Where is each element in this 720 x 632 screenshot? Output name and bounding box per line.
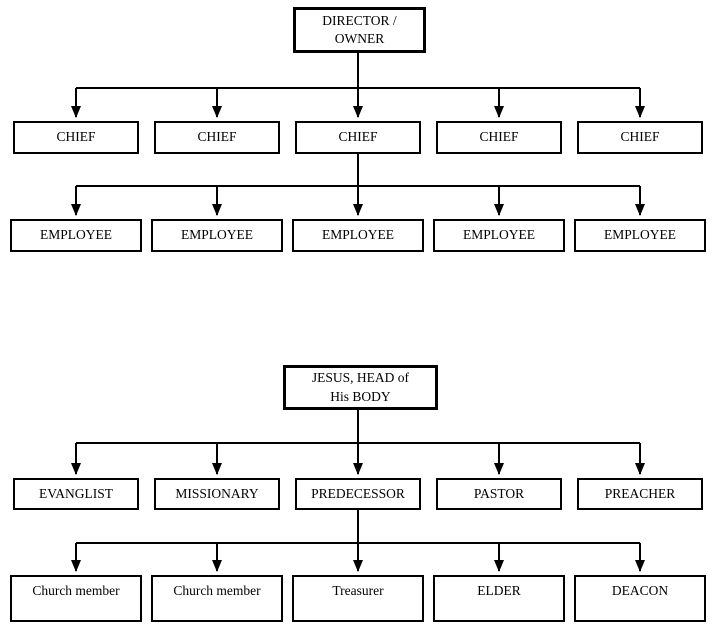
node-chief-5: CHIEF: [577, 121, 703, 154]
node-predecessor: PREDECESSOR: [295, 478, 421, 510]
node-label-line2: His BODY: [330, 388, 391, 404]
node-jesus-head: JESUS, HEAD of His BODY: [283, 365, 438, 410]
node-employee-1: EMPLOYEE: [10, 219, 142, 252]
node-chief-1: CHIEF: [13, 121, 139, 154]
node-elder: ELDER: [433, 575, 565, 622]
node-chief-3: CHIEF: [295, 121, 421, 154]
node-church-member-1: Church member: [10, 575, 142, 622]
node-evanglist: EVANGLIST: [13, 478, 139, 510]
node-missionary: MISSIONARY: [154, 478, 280, 510]
node-employee-4: EMPLOYEE: [433, 219, 565, 252]
node-pastor: PASTOR: [436, 478, 562, 510]
node-church-member-2: Church member: [151, 575, 283, 622]
node-chief-2: CHIEF: [154, 121, 280, 154]
node-label-line1: DIRECTOR /: [322, 12, 397, 28]
node-label-line1: JESUS, HEAD of: [311, 370, 410, 386]
node-employee-5: EMPLOYEE: [574, 219, 706, 252]
node-chief-4: CHIEF: [436, 121, 562, 154]
node-preacher: PREACHER: [577, 478, 703, 510]
node-treasurer: Treasurer: [292, 575, 424, 622]
node-director-owner: DIRECTOR / OWNER: [293, 7, 426, 53]
node-employee-3: EMPLOYEE: [292, 219, 424, 252]
node-label-line2: OWNER: [334, 31, 385, 46]
node-deacon: DEACON: [574, 575, 706, 622]
node-employee-2: EMPLOYEE: [151, 219, 283, 252]
